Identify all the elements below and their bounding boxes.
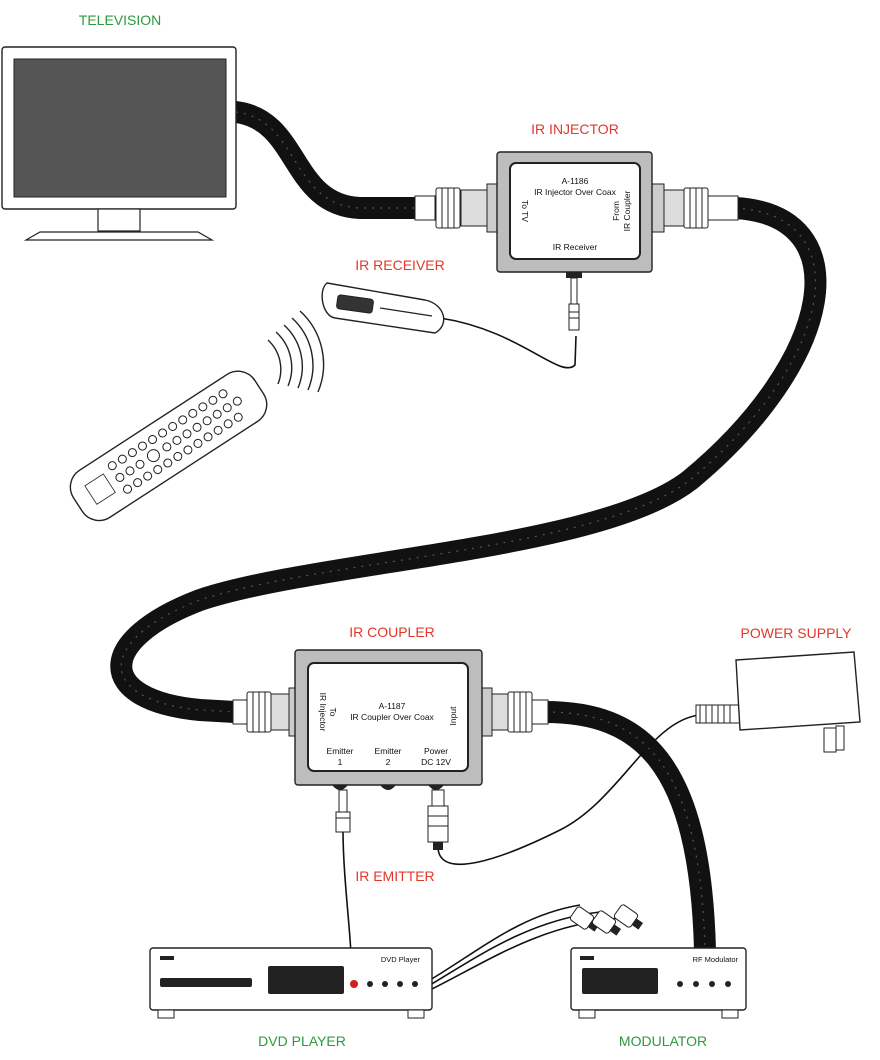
rf-modulator	[570, 947, 747, 1019]
dvd-player	[149, 947, 433, 1019]
coupler-emitter2-a: Emitter	[375, 746, 402, 756]
ir-injector-box	[496, 151, 653, 273]
label-ir-injector: IR INJECTOR	[531, 121, 619, 137]
coax-cable-tv-to-injector	[225, 101, 431, 219]
label-television: TELEVISION	[79, 12, 161, 28]
coupler-emitter2-b: 2	[386, 757, 391, 767]
coupler-port-to-2: IR Injector	[318, 693, 328, 732]
label-ir-emitter: IR EMITTER	[355, 868, 434, 884]
coupler-port-to-1: To	[328, 708, 338, 717]
coupler-emitter1-a: Emitter	[327, 746, 354, 756]
coupler-power-a: Power	[424, 746, 448, 756]
label-power-supply: POWER SUPPLY	[741, 625, 853, 641]
coupler-name: IR Coupler Over Coax	[350, 712, 434, 722]
ir-injector-jack	[566, 272, 582, 331]
ir-receiver	[321, 282, 445, 334]
power-supply-wire	[437, 714, 701, 866]
ir-coupler-connector-left	[232, 687, 298, 737]
injector-name: IR Injector Over Coax	[534, 187, 616, 197]
ir-injector-connector-right	[651, 183, 739, 233]
dvd-device-label: DVD Player	[381, 955, 421, 964]
injector-port-from-1: From	[611, 201, 621, 221]
power-plug	[427, 789, 449, 850]
label-dvd-player: DVD PLAYER	[258, 1033, 346, 1049]
power-supply	[695, 651, 861, 753]
ir-receiver-wire	[439, 317, 577, 369]
coupler-port-input: Input	[448, 706, 458, 726]
injector-port-ir-receiver: IR Receiver	[553, 242, 598, 252]
coupler-model: A-1187	[379, 701, 406, 711]
injector-port-to-tv: To TV	[520, 200, 530, 222]
rf-device-label: RF Modulator	[693, 955, 739, 964]
coax-cable-coupler-to-modulator	[544, 701, 716, 951]
ir-injector-connector-left	[414, 183, 500, 233]
ir-emitter-led	[350, 980, 358, 988]
injector-model: A-1186	[562, 176, 589, 186]
coupler-power-b: DC 12V	[421, 757, 451, 767]
ir-signal-waves	[267, 310, 325, 393]
television	[1, 46, 237, 241]
remote-control	[69, 370, 268, 522]
ir-emitter-jack	[335, 789, 351, 833]
coupler-emitter1-b: 1	[338, 757, 343, 767]
ir-coupler-connector-right	[481, 687, 549, 737]
rca-plugs	[569, 904, 644, 936]
label-ir-receiver: IR RECEIVER	[355, 257, 444, 273]
label-modulator: MODULATOR	[619, 1033, 707, 1049]
coax-cable-injector-to-coupler	[110, 197, 827, 723]
label-ir-coupler: IR COUPLER	[349, 624, 435, 640]
injector-port-from-2: IR Coupler	[622, 191, 632, 232]
ir-coupler-box	[294, 649, 483, 790]
